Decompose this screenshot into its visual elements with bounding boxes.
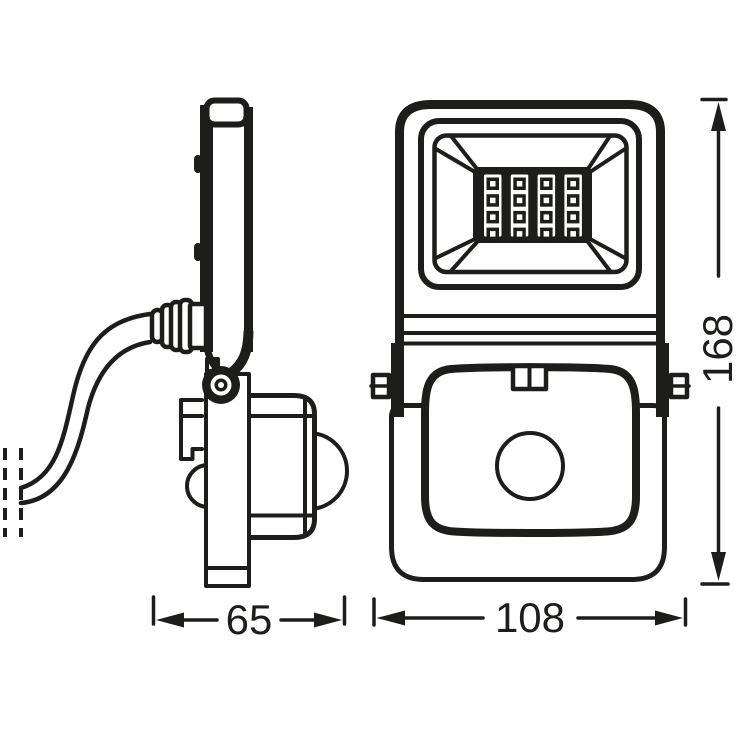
pivot-screw — [202, 366, 240, 404]
side-head-back-bar — [200, 105, 213, 352]
dimension-depth-65: 65 — [151, 595, 347, 643]
pivot-screw-center — [218, 382, 224, 388]
side-mounting-tab — [179, 398, 204, 461]
led-chip-core — [490, 214, 496, 220]
side-head-top-cap — [203, 97, 250, 128]
dimension-height-168: 168 — [694, 97, 736, 586]
led-chip-core — [543, 181, 550, 187]
led-chip-core — [516, 231, 523, 237]
dim-108-arrowhead-right — [655, 610, 683, 626]
dim-108-arrowhead-left — [376, 610, 405, 626]
led-chip-core — [490, 197, 496, 204]
side-sensor-housing — [245, 393, 317, 540]
led-chip-core — [543, 197, 550, 204]
dim-168-arrowhead-down — [711, 552, 726, 581]
pir-sensor-circle — [495, 431, 565, 501]
diagonal-bottom-left-a — [434, 237, 477, 260]
bracket-arm-right — [656, 343, 669, 417]
dim-168-label: 168 — [694, 314, 736, 384]
diagonal-bottom-right-a — [588, 237, 627, 260]
led-chip-core — [543, 231, 550, 237]
bracket-arm-left — [391, 343, 404, 417]
diagonal-top-right-b — [586, 134, 612, 171]
diagonal-top-left-a — [434, 147, 477, 174]
cable-outline-bottom — [18, 339, 153, 506]
gland-neck — [187, 301, 209, 351]
led-chip-core — [516, 181, 523, 187]
dim-65-label: 65 — [226, 596, 273, 643]
cable-gland — [149, 297, 209, 355]
dim-108-label: 108 — [495, 594, 565, 641]
led-chip-core — [543, 214, 550, 220]
led-chip-core — [516, 214, 523, 220]
cable-outline-top — [18, 311, 153, 491]
dimension-width-108: 108 — [372, 594, 688, 641]
led-chip-core — [570, 231, 576, 237]
reflector-diagonals — [434, 134, 627, 273]
side-body — [204, 372, 251, 588]
mounting-tab-right — [667, 372, 691, 400]
bracket-arm-curve-front — [226, 327, 254, 378]
led-chip-core — [570, 214, 576, 220]
led-chip-core — [516, 197, 523, 204]
mounting-tab-left — [369, 372, 393, 400]
led-chip-core — [570, 197, 576, 204]
side-view — [3, 97, 349, 588]
led-chip-core — [490, 181, 496, 187]
led-chip-core — [490, 231, 496, 237]
side-head-front-bar — [244, 107, 253, 352]
dim-168-arrowhead-up — [711, 102, 726, 131]
diagonal-top-left-b — [449, 134, 479, 171]
front-view — [369, 100, 691, 582]
dim-65-arrowhead-left — [156, 612, 184, 628]
diagonal-bottom-left-b — [449, 240, 479, 273]
dim-65-arrowhead-right — [314, 612, 342, 628]
led-array — [484, 174, 582, 241]
led-chip-core — [570, 181, 576, 187]
diagonal-top-right-a — [588, 147, 627, 174]
diagonal-bottom-right-b — [586, 240, 612, 273]
led-module — [473, 167, 592, 243]
